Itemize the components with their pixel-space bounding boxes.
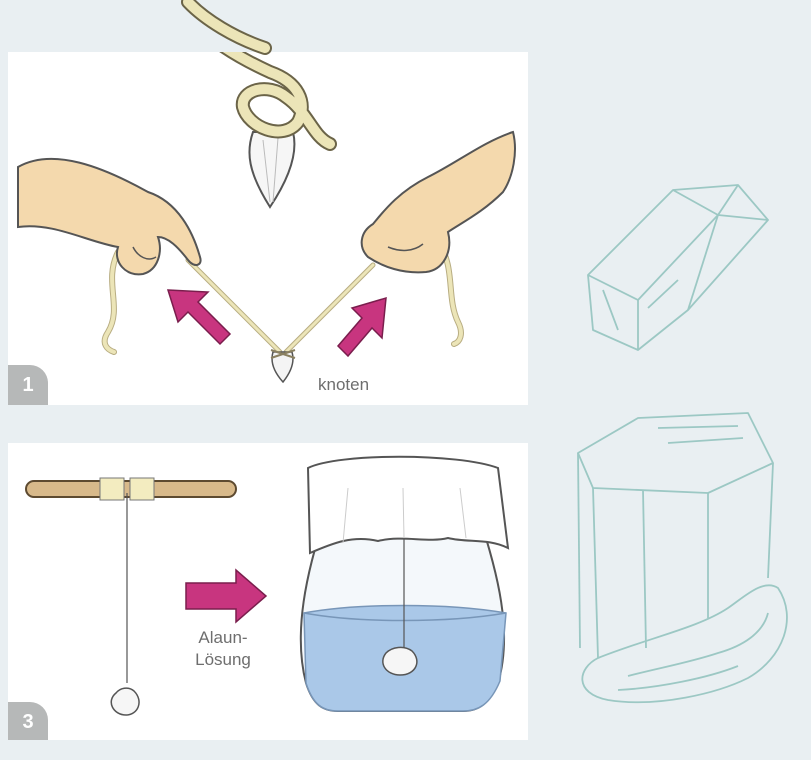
- knot-icon: [186, 52, 330, 207]
- hand-icon: [362, 132, 515, 272]
- step-3-caption: Alaun- Lösung: [184, 627, 262, 671]
- jar-icon: [301, 457, 508, 711]
- step-number-badge: 1: [8, 365, 48, 405]
- step-1-illustration: [8, 52, 528, 405]
- crystal-icon: [568, 408, 798, 708]
- crystal-icon: [578, 180, 778, 360]
- step-3-caption-line1: Alaun-: [184, 627, 262, 649]
- step-1-panel: knoten 1: [8, 52, 528, 405]
- knot-icon: [271, 350, 295, 382]
- arrow-icon: [186, 570, 266, 622]
- step-1-caption: knoten: [318, 374, 369, 396]
- arrow-icon: [168, 290, 230, 344]
- hand-icon: [18, 159, 201, 275]
- step-number-badge: 3: [8, 702, 48, 740]
- knot-icon: [180, 0, 340, 60]
- step-3-illustration: [8, 443, 528, 740]
- step-3-caption-line2: Lösung: [184, 649, 262, 671]
- step-3-panel: Alaun- Lösung 3: [8, 443, 528, 740]
- arrow-icon: [338, 298, 386, 356]
